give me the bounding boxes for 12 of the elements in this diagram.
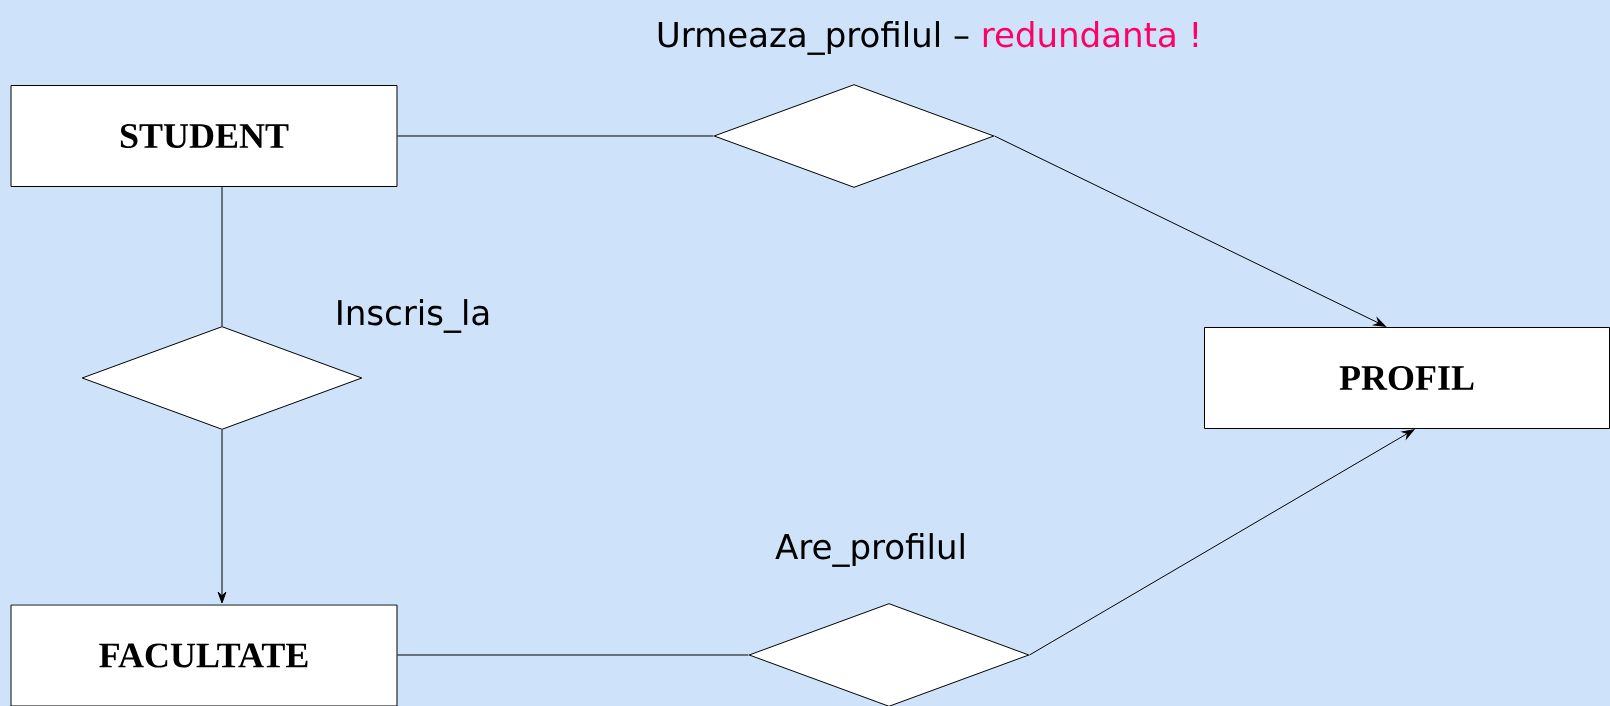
connector	[217, 429, 227, 604]
connector	[1029, 429, 1415, 656]
connector	[221, 186, 223, 327]
connector	[994, 135, 1386, 327]
relationship-label: Inscris_la	[338, 299, 489, 333]
entity-box: STUDENT	[10, 85, 398, 187]
relationship-label: Urmeaza_profilul – redundanta !	[658, 21, 1198, 55]
relationship-label: Are_profilul	[775, 533, 964, 567]
connector	[397, 654, 749, 656]
entity-box: PROFIL	[1204, 327, 1610, 429]
connector	[397, 135, 714, 137]
entity-box: FACULTATE	[10, 604, 398, 706]
